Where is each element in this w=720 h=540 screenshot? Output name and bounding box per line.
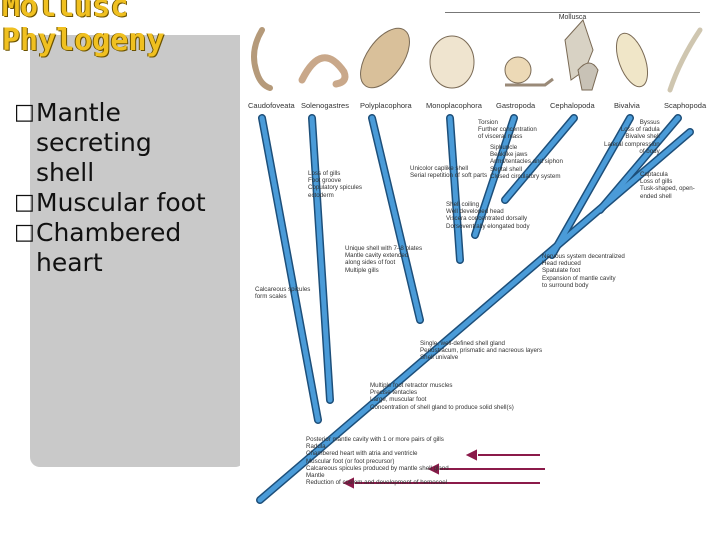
highlight-arrows bbox=[342, 449, 545, 489]
chiton-icon bbox=[360, 27, 410, 89]
bullet-marker-icon: □ bbox=[14, 220, 35, 245]
bullet-marker-icon: □ bbox=[14, 190, 35, 215]
branch-cephalopoda bbox=[502, 115, 577, 203]
taxon-label: Solenogastres bbox=[301, 101, 349, 110]
octopus-icon bbox=[577, 62, 599, 91]
taxon-label: Scaphopoda bbox=[664, 101, 707, 110]
taxon-label: Gastropoda bbox=[496, 101, 536, 110]
snail-shell-icon bbox=[504, 56, 532, 84]
monoplacophoran-icon bbox=[429, 35, 475, 89]
clam-icon bbox=[615, 32, 649, 88]
bullet-text: Chambered heart bbox=[36, 218, 182, 277]
bullet-text: Muscular foot bbox=[36, 188, 206, 217]
slide-title: Mollusc Phylogeny bbox=[2, 0, 165, 58]
bullet-item: □Muscular foot bbox=[14, 188, 244, 218]
title-line-2: Phylogeny bbox=[2, 23, 165, 58]
title-line-1: Mollusc bbox=[2, 0, 129, 24]
solenogastres-worm-icon bbox=[298, 54, 349, 88]
tree-trunk bbox=[257, 129, 693, 503]
bullet-item: □Chambered heart bbox=[14, 218, 216, 278]
bullet-list: □Mantle secreting shell □Muscular foot □… bbox=[14, 98, 244, 278]
bullet-item: □Mantle secreting shell bbox=[14, 98, 186, 188]
taxon-label: Caudofoveata bbox=[248, 101, 295, 110]
branch-polyplacophora bbox=[369, 115, 423, 323]
branch-solenogastres bbox=[309, 115, 333, 403]
taxon-label: Monoplacophora bbox=[426, 101, 482, 110]
tusk-shell-icon bbox=[667, 27, 703, 93]
branch-caudofoveata bbox=[259, 115, 321, 423]
taxon-label: Bivalvia bbox=[614, 101, 640, 110]
branch-gastropoda bbox=[472, 115, 517, 238]
bullet-text: Mantle secreting shell bbox=[36, 98, 152, 187]
branch-monoplacophora bbox=[447, 115, 463, 263]
taxon-label: Cephalopoda bbox=[550, 101, 595, 110]
mollusca-bracket-label: Mollusca bbox=[445, 12, 700, 21]
caudofoveata-worm-icon bbox=[251, 27, 273, 91]
annotation-mollusca-base: Posterior mantle cavity with 1 or more p… bbox=[306, 436, 449, 487]
snail-body-icon bbox=[505, 77, 554, 87]
bullet-marker-icon: □ bbox=[14, 100, 35, 125]
slide-panel bbox=[30, 35, 245, 467]
branch-bivalvia bbox=[549, 115, 633, 258]
taxon-label: Polyplacophora bbox=[360, 101, 412, 110]
organism-illustrations bbox=[251, 19, 703, 93]
tree-branches bbox=[256, 114, 694, 504]
